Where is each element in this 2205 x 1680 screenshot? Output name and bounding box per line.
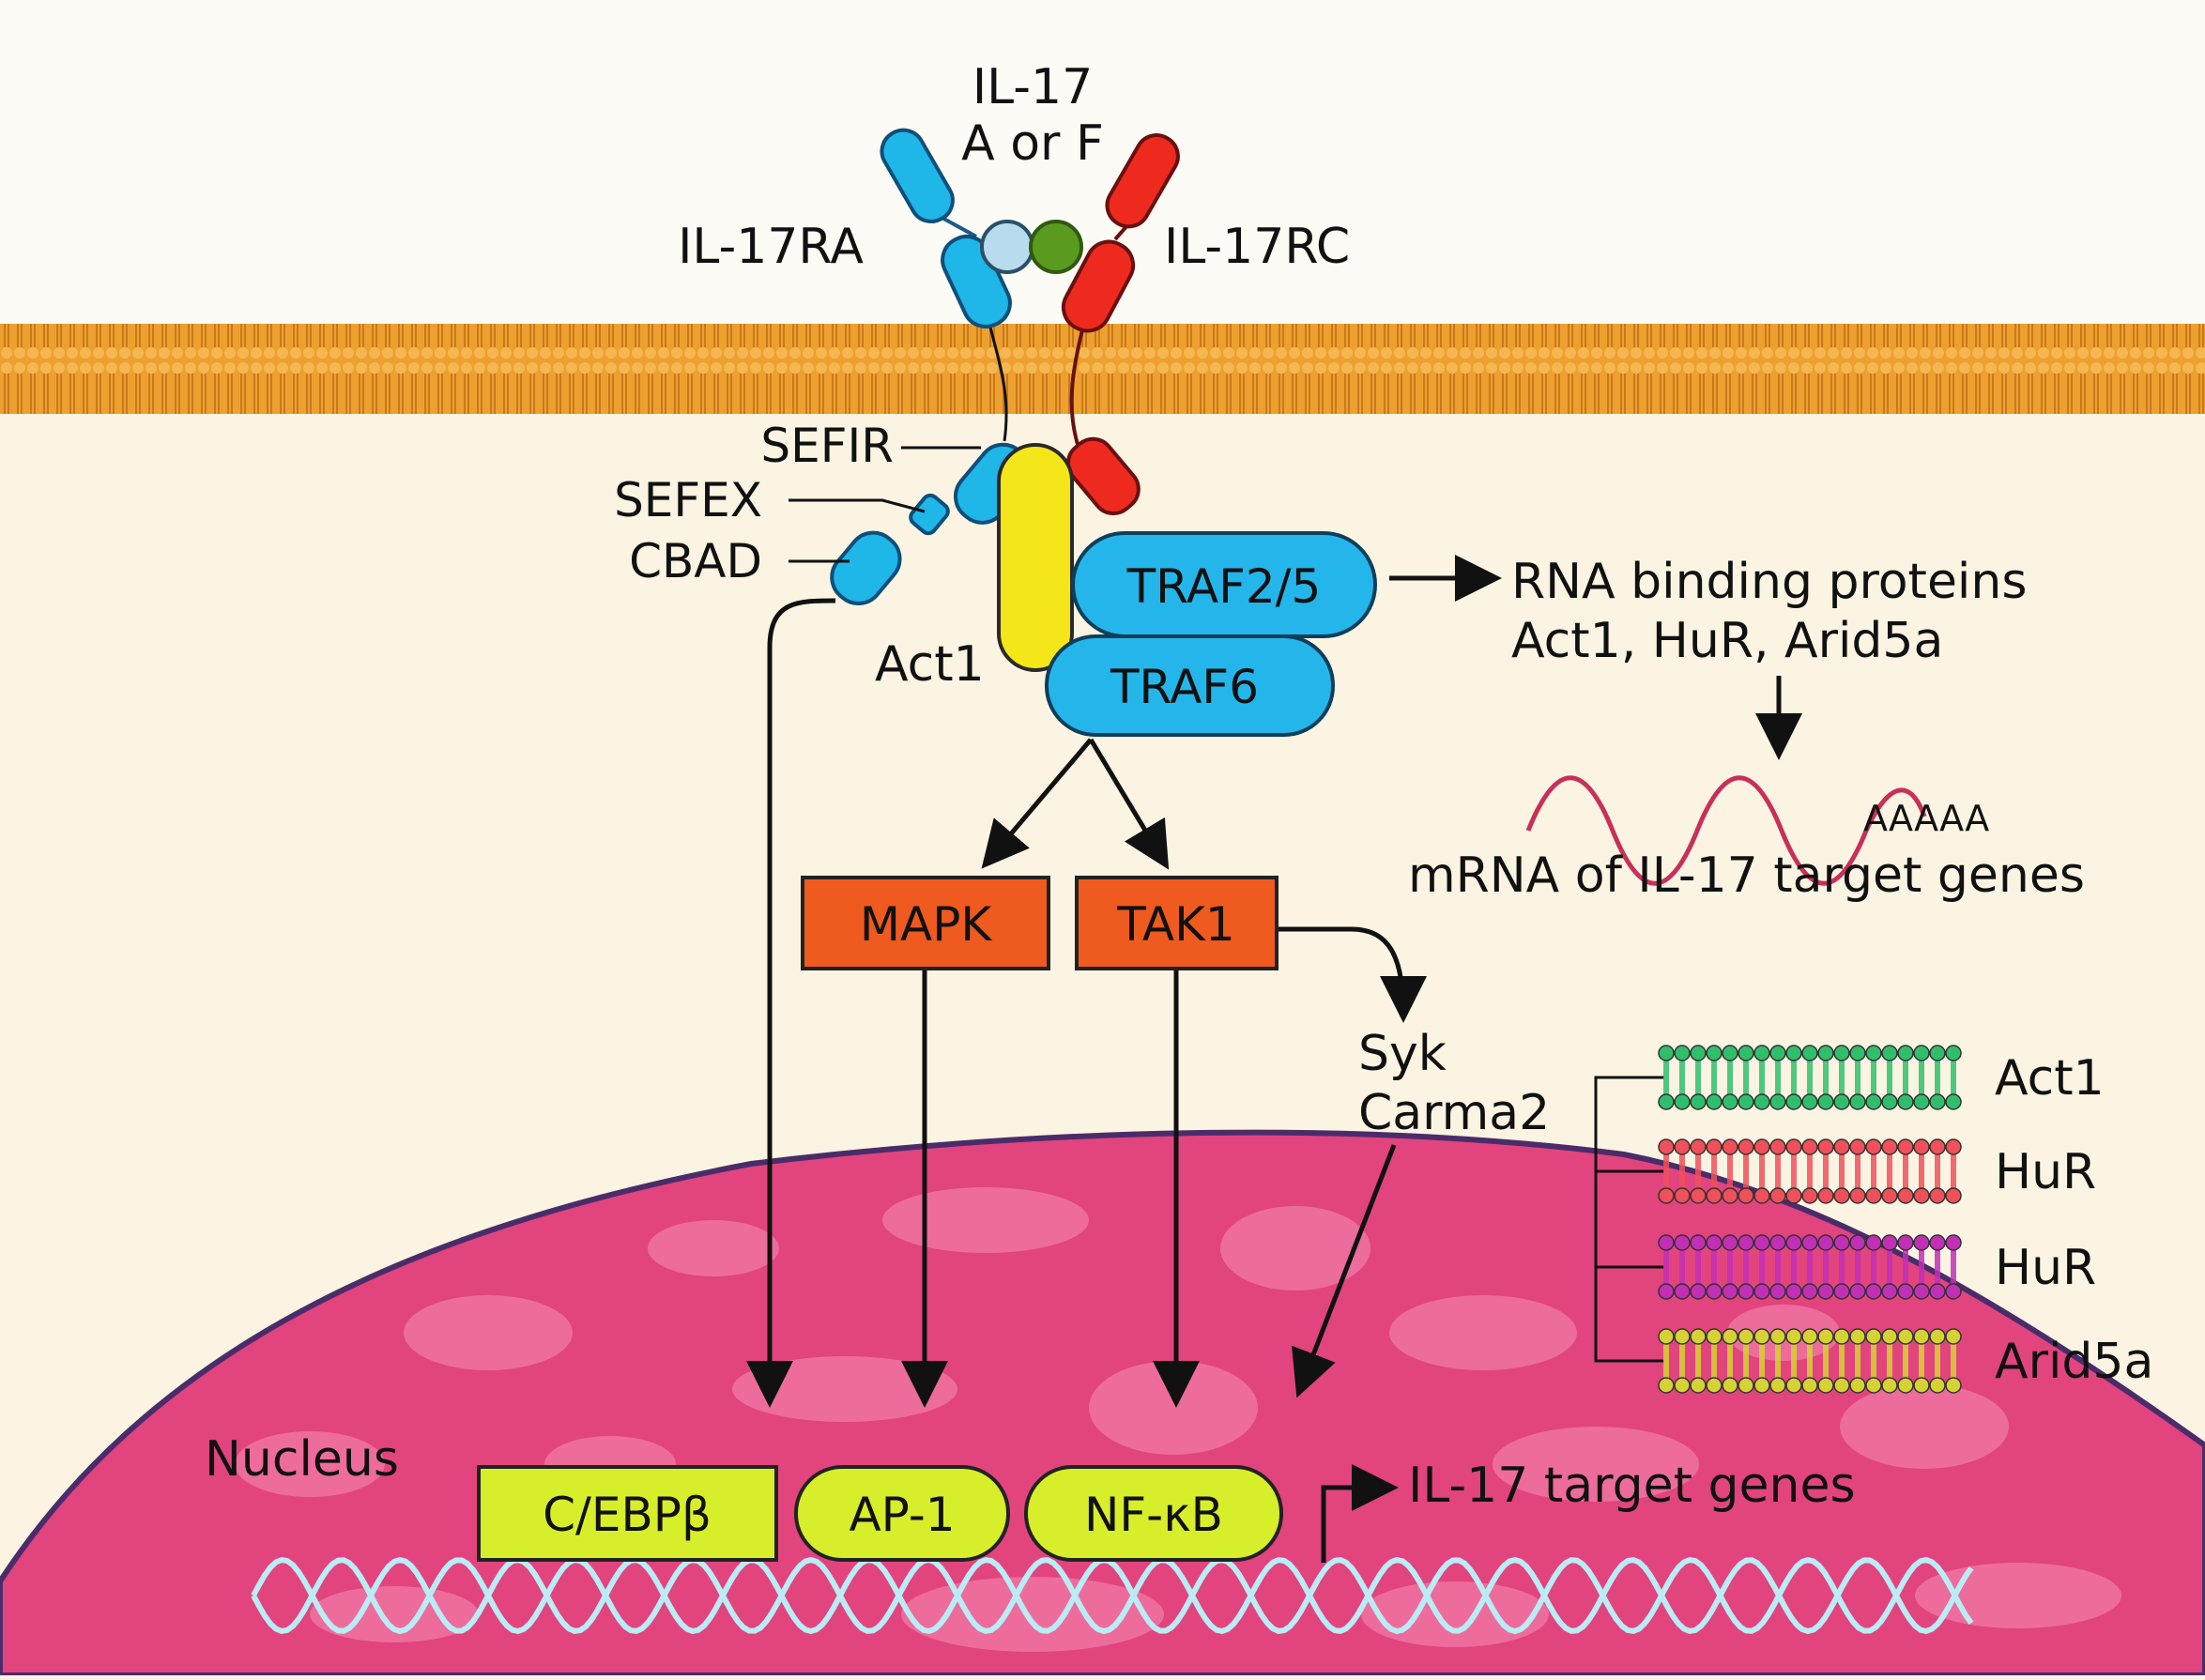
receptor-il17rc-label: IL-17RC — [1164, 219, 1350, 275]
membrane-act1-1: Act1 — [1658, 1045, 2105, 1110]
tf-ap1-label: AP-1 — [849, 1488, 955, 1542]
nucleus-label: Nucleus — [205, 1431, 399, 1488]
sefir-label: SEFIR — [760, 419, 894, 473]
arrow-traf6-mapk — [981, 738, 1093, 869]
act1-label: Act1 — [875, 636, 985, 693]
mapk-box: MAPK — [801, 876, 1050, 970]
arrow-syk-nfkb — [1292, 1144, 1397, 1398]
arrow-target-genes — [1321, 1464, 1399, 1563]
mrna-tail: AAAAA — [1863, 798, 1989, 839]
tf-cebpb-box: C/EBPβ — [477, 1465, 778, 1562]
act1-adaptor — [997, 443, 1074, 672]
dna-strand-1 — [251, 1556, 1974, 1635]
membrane-label-1: Act1 — [1995, 1050, 2105, 1107]
rbp-line2: Act1, HuR, Arid5a — [1511, 613, 1943, 669]
membrane-hur-3: HuR — [1658, 1234, 2096, 1300]
mrna-label: mRNA of IL-17 target genes — [1408, 848, 2085, 904]
traf25-label: TRAF2/5 — [1126, 559, 1322, 614]
signal-arrows — [746, 555, 1802, 1563]
tf-nfkb-label: NF-κB — [1084, 1488, 1223, 1542]
membrane-label-3: HuR — [1995, 1240, 2096, 1296]
membrane-label-4: Arid5a — [1995, 1334, 2153, 1390]
tf-nfkb-box: NF-κB — [1024, 1465, 1283, 1562]
dna-helix — [251, 1556, 1974, 1635]
rbp-line1: RNA binding proteins — [1511, 554, 2027, 610]
cbad-label: CBAD — [629, 534, 762, 588]
traf25-box: TRAF2/5 — [1071, 531, 1377, 638]
mapk-label: MAPK — [860, 897, 992, 952]
tf-cebpb-label: C/EBPβ — [543, 1488, 712, 1542]
receptor-il17rc — [1061, 133, 1180, 516]
arrow-cbad-cebpb — [746, 598, 836, 1408]
membrane-label-2: HuR — [1995, 1144, 2096, 1200]
tak1-label: TAK1 — [1116, 897, 1234, 952]
membrane-hur-2: HuR — [1658, 1138, 2096, 1204]
syk-line2: Carma2 — [1358, 1085, 1550, 1141]
traf6-box: TRAF6 — [1045, 634, 1335, 737]
dna-strand-2 — [251, 1556, 1974, 1635]
sefex-leader — [789, 498, 926, 513]
membrane-arid5a-4: Arid5a — [1658, 1328, 2153, 1394]
plasma-membrane — [0, 324, 2205, 414]
sefex-label: SEFEX — [614, 473, 762, 527]
tf-ap1-box: AP-1 — [794, 1465, 1010, 1562]
ligand-line1: IL-17 — [972, 59, 1093, 115]
arrow-traf6-tak1 — [1088, 738, 1170, 870]
ligand-line2: A or F — [961, 115, 1104, 172]
traf6-label: TRAF6 — [1110, 660, 1259, 714]
il17-ligand — [980, 220, 1083, 274]
arrow-tak1-syk — [1279, 926, 1427, 1023]
membrane-bracket — [1594, 1076, 1664, 1363]
syk-line1: Syk — [1358, 1026, 1447, 1082]
receptor-il17ra-label: IL-17RA — [678, 219, 864, 275]
tak1-box: TAK1 — [1075, 876, 1279, 970]
labels: IL-17 A or F IL-17RA IL-17RC SEFIR SEFEX… — [614, 59, 2085, 1514]
mrna-wave — [1525, 775, 1927, 886]
target-genes-label: IL-17 target genes — [1408, 1458, 1856, 1514]
